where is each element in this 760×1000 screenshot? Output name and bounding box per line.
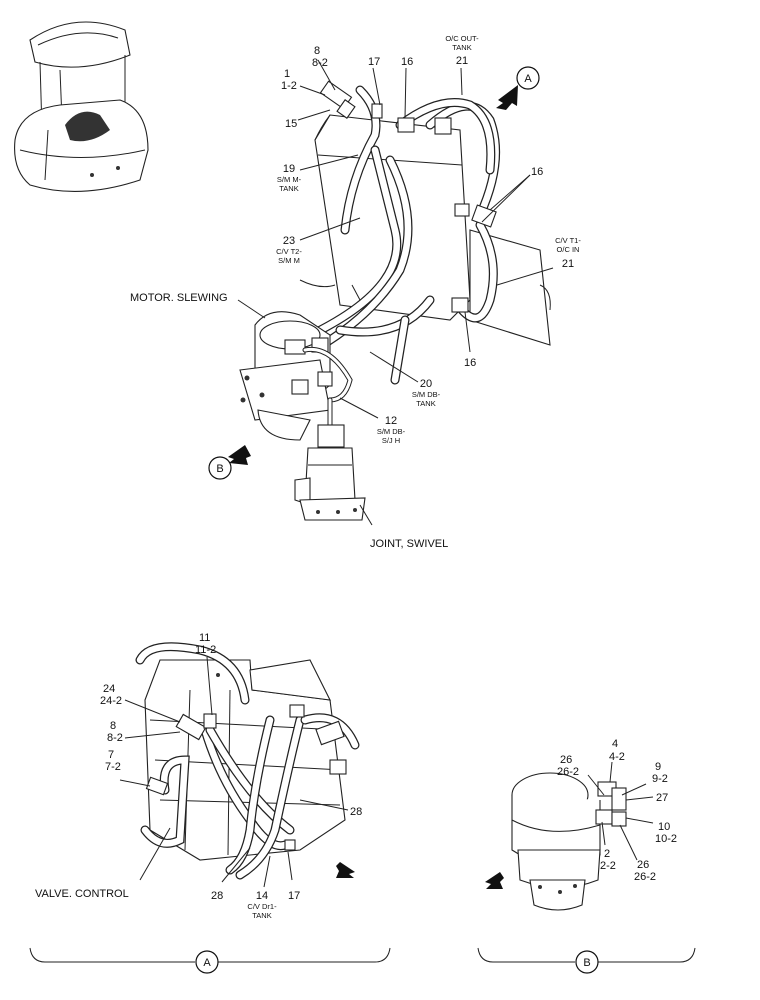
- arrow-a-icon: [496, 85, 518, 110]
- callout-16c: 16: [464, 357, 476, 369]
- arrow-b-icon: [228, 445, 251, 465]
- callouts-valve: 11 11-2 24 24-2 8 8-2 7 7-2 28 28 14 C/V…: [35, 632, 362, 920]
- callout-26a: 26: [560, 754, 572, 766]
- callout-11-2: 11-2: [195, 644, 216, 656]
- callout-oc-out-1: O/C OUT-: [445, 34, 479, 43]
- marker-b-text: B: [216, 463, 223, 475]
- callout-oc-out-2: TANK: [452, 43, 471, 52]
- callouts-b: 26 26-2 4 4-2 9 9-2 27 10 10-2 2 2-2 26 …: [557, 738, 677, 883]
- swing-motor: [239, 311, 353, 441]
- callout-19: 19: [283, 163, 295, 175]
- leader-lines-valve: [119, 656, 349, 888]
- callout-20-sub1: S/M DB-: [412, 390, 441, 399]
- callout-8b-2: 8-2: [107, 732, 123, 744]
- hose-group-a: [295, 85, 501, 385]
- callout-4: 4: [612, 738, 618, 750]
- callout-9: 9: [655, 761, 661, 773]
- callout-7: 7: [108, 749, 114, 761]
- callout-7-2: 7-2: [105, 761, 121, 773]
- callout-21a: 21: [456, 55, 468, 67]
- callout-12-sub1: S/M DB-: [377, 427, 406, 436]
- leader-lines-a: [237, 59, 554, 419]
- callout-2: 2: [604, 848, 610, 860]
- callout-26b: 26: [637, 859, 649, 871]
- callout-24-2: 24-2: [100, 695, 122, 707]
- callout-1-2: 1-2: [281, 80, 297, 92]
- callout-2-2: 2-2: [600, 860, 616, 872]
- marker-a-top: A: [516, 66, 540, 90]
- label-valve-control: VALVE. CONTROL: [35, 888, 129, 900]
- callout-23-sub2: S/M M: [278, 256, 300, 265]
- callout-24: 24: [103, 683, 115, 695]
- arrow-b-detail-icon: [485, 872, 504, 889]
- callout-12-sub2: S/J H: [382, 436, 400, 445]
- callout-10: 10: [658, 821, 670, 833]
- label-joint-swivel: JOINT, SWIVEL: [370, 538, 448, 550]
- callout-11: 11: [199, 632, 210, 644]
- callout-23-sub1: C/V T2-: [276, 247, 302, 256]
- callout-28b: 28: [211, 890, 223, 902]
- callout-1: 1: [284, 68, 290, 80]
- callout-8-2: 8-2: [312, 57, 328, 69]
- callout-8b: 8: [110, 720, 116, 732]
- marker-a-bottom-text: A: [203, 957, 211, 969]
- bracket-b: B: [477, 947, 696, 974]
- leader-lines-b: [587, 761, 654, 861]
- callout-cv-t1-2: O/C IN: [557, 245, 580, 254]
- callout-16b: 16: [531, 166, 543, 178]
- callout-9-2: 9-2: [652, 773, 668, 785]
- marker-b-bottom-text: B: [583, 957, 590, 969]
- callout-21b: 21: [562, 258, 574, 270]
- callout-17b: 17: [288, 890, 300, 902]
- callout-14-sub1: C/V Dr1-: [247, 902, 277, 911]
- motor-detail-b: [511, 772, 627, 911]
- label-motor-slewing: MOTOR. SLEWING: [130, 292, 228, 304]
- callout-26b-2: 26-2: [634, 871, 656, 883]
- hose-group-valve: [135, 642, 360, 880]
- callout-19-sub2: TANK: [279, 184, 298, 193]
- callout-14: 14: [256, 890, 268, 902]
- callout-15: 15: [285, 118, 297, 130]
- arrow-valve-icon: [336, 862, 355, 878]
- callout-10-2: 10-2: [655, 833, 677, 845]
- callout-12: 12: [385, 415, 397, 427]
- fittings-a: [319, 80, 497, 313]
- marker-b-top: B: [208, 456, 232, 480]
- callout-17: 17: [368, 56, 380, 68]
- callout-28a: 28: [350, 806, 362, 818]
- callout-4-2: 4-2: [609, 751, 625, 763]
- callout-14-sub2: TANK: [252, 911, 271, 920]
- callout-cv-t1-1: C/V T1-: [555, 236, 581, 245]
- callout-27: 27: [656, 792, 668, 804]
- excavator-thumbnail: [14, 21, 149, 192]
- bracket-a: A: [29, 947, 391, 974]
- callout-19-sub1: S/M M-: [277, 175, 302, 184]
- callouts-a: 1 1-2 8 8-2 15 17 16 O/C OUT- TANK 21 19…: [130, 34, 581, 550]
- callout-16a: 16: [401, 56, 413, 68]
- callout-26a-2: 26-2: [557, 766, 579, 778]
- callout-8: 8: [314, 45, 320, 57]
- fittings-valve: [145, 704, 347, 851]
- callout-20-sub2: TANK: [416, 399, 435, 408]
- callout-23: 23: [283, 235, 295, 247]
- callout-20: 20: [420, 378, 432, 390]
- swivel-joint: [294, 397, 373, 526]
- marker-a-text: A: [524, 73, 532, 85]
